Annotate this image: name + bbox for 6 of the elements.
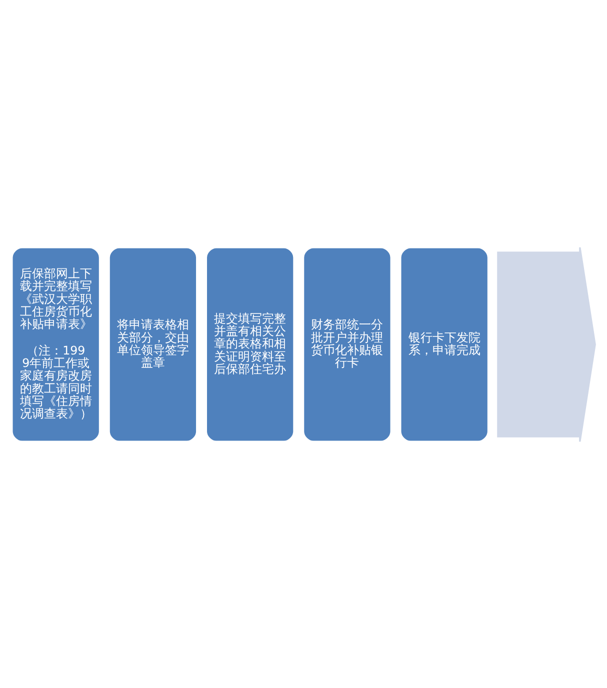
node-arrow xyxy=(497,246,596,442)
node-box: 将申请表格相关部分，交由单位领导签字盖章 xyxy=(108,246,198,442)
node-box: 提交填写完整并盖有相关公章的表格和相关证明资料至后保部住宅办 xyxy=(205,246,295,442)
node-box: 财务部统一分批开户并办理货币化补贴银行卡 xyxy=(302,246,392,442)
node-box: 银行卡下发院系，申请完成 xyxy=(400,246,490,442)
node-box: 后保部网上下载并完整填写《武汉大学职工住房货币化补贴申请表》 （注：1999年前工作或家庭有房改房的教工请同时填写《住房情况调查表》） xyxy=(11,246,101,442)
